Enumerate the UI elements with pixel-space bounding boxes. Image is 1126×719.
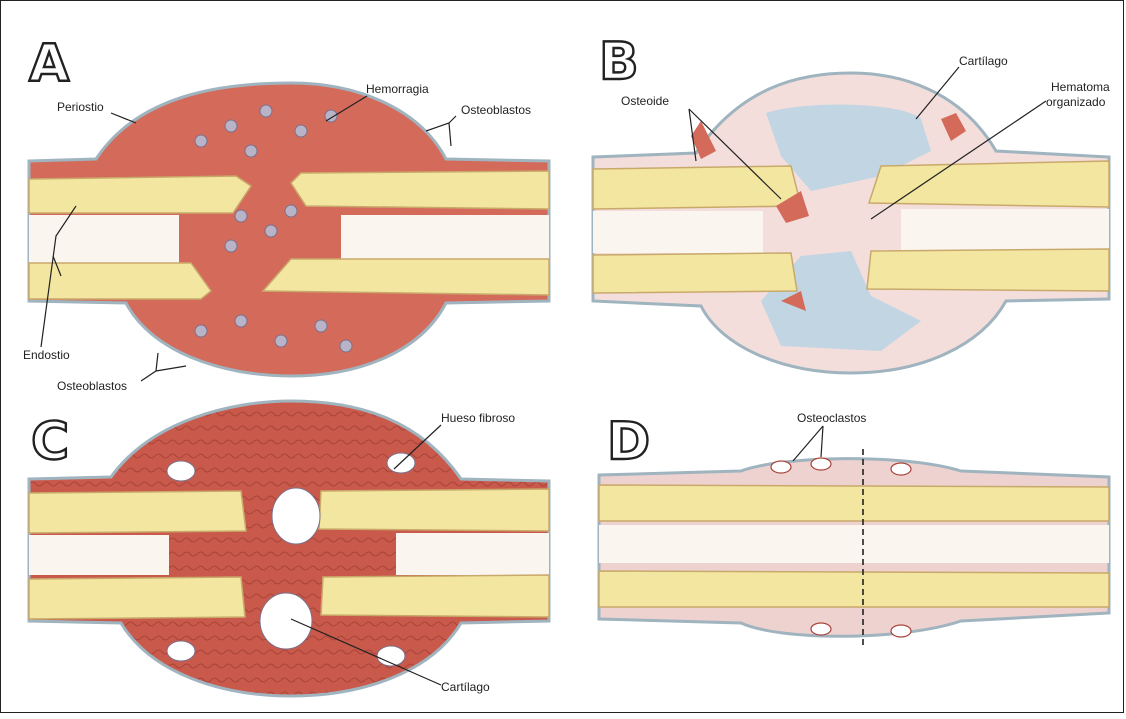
- panel-letter-b: B: [599, 32, 639, 92]
- marrow-right-c: [396, 533, 549, 575]
- label-cartilago-b: Cartílago: [959, 54, 1008, 68]
- cortical-bone-lower-left-c: [29, 577, 245, 619]
- panel-a: A Periostio Hemorragia Osteoblastos Endo…: [23, 34, 549, 393]
- cortical-bone-upper-right-c: [319, 489, 549, 531]
- cortical-bone-lower-left-b: [593, 253, 797, 293]
- panel-letter-a: A: [29, 34, 69, 94]
- label-hematoma-1: Hematoma: [1051, 80, 1110, 94]
- panel-letter-d: D: [607, 412, 650, 472]
- leader-periostio: [111, 113, 136, 123]
- cortical-bone-upper-right-b: [869, 161, 1109, 207]
- label-osteoclastos: Osteoclastos: [797, 411, 866, 425]
- marrow-left-a: [29, 215, 179, 263]
- label-endostio: Endostio: [23, 348, 70, 362]
- panel-c: C Hueso fibroso Cartílago: [29, 401, 549, 696]
- panel-b: B Osteoide Cartílago Hematoma organizado: [593, 32, 1110, 373]
- marrow-d: [599, 525, 1109, 563]
- cortical-bone-lower-right-b: [867, 249, 1109, 291]
- panel-letter-c: C: [31, 412, 69, 472]
- leader-osteoblastos-bottom-b: [156, 353, 158, 371]
- leader-osteoblastos-top-b: [449, 123, 451, 146]
- label-osteoide: Osteoide: [621, 94, 669, 108]
- label-hueso-fibroso: Hueso fibroso: [441, 411, 515, 425]
- marrow-right-b: [901, 209, 1109, 251]
- cortical-bone-upper-left-c: [29, 491, 246, 533]
- cortical-bone-lower-d: [599, 571, 1109, 607]
- label-osteoblastos-bottom: Osteoblastos: [57, 379, 127, 393]
- cortical-bone-lower-left-a: [29, 263, 211, 299]
- cortical-bone-upper-left-a: [29, 176, 251, 213]
- cortical-bone-upper-d: [599, 485, 1109, 521]
- leader-osteoclastos-b: [821, 426, 823, 457]
- marrow-left-c: [29, 535, 169, 575]
- label-hemorragia: Hemorragia: [366, 82, 429, 96]
- label-periostio: Periostio: [57, 100, 104, 114]
- cortical-bone-lower-right-a: [263, 259, 549, 295]
- cortical-bone-upper-right-a: [291, 171, 549, 209]
- cortical-bone-lower-right-c: [321, 575, 549, 617]
- label-osteoblastos-top: Osteoblastos: [461, 103, 531, 117]
- leader-osteoclastos-a: [793, 426, 823, 461]
- panel-d: D Osteoclastos: [599, 411, 1109, 649]
- marrow-left-b: [593, 211, 763, 253]
- label-hematoma-2: organizado: [1046, 95, 1106, 109]
- label-cartilago-c: Cartílago: [441, 680, 490, 694]
- marrow-right-a: [341, 215, 549, 263]
- leader-osteoblastos-top: [426, 116, 456, 131]
- leader-osteoblastos-bottom: [141, 366, 186, 381]
